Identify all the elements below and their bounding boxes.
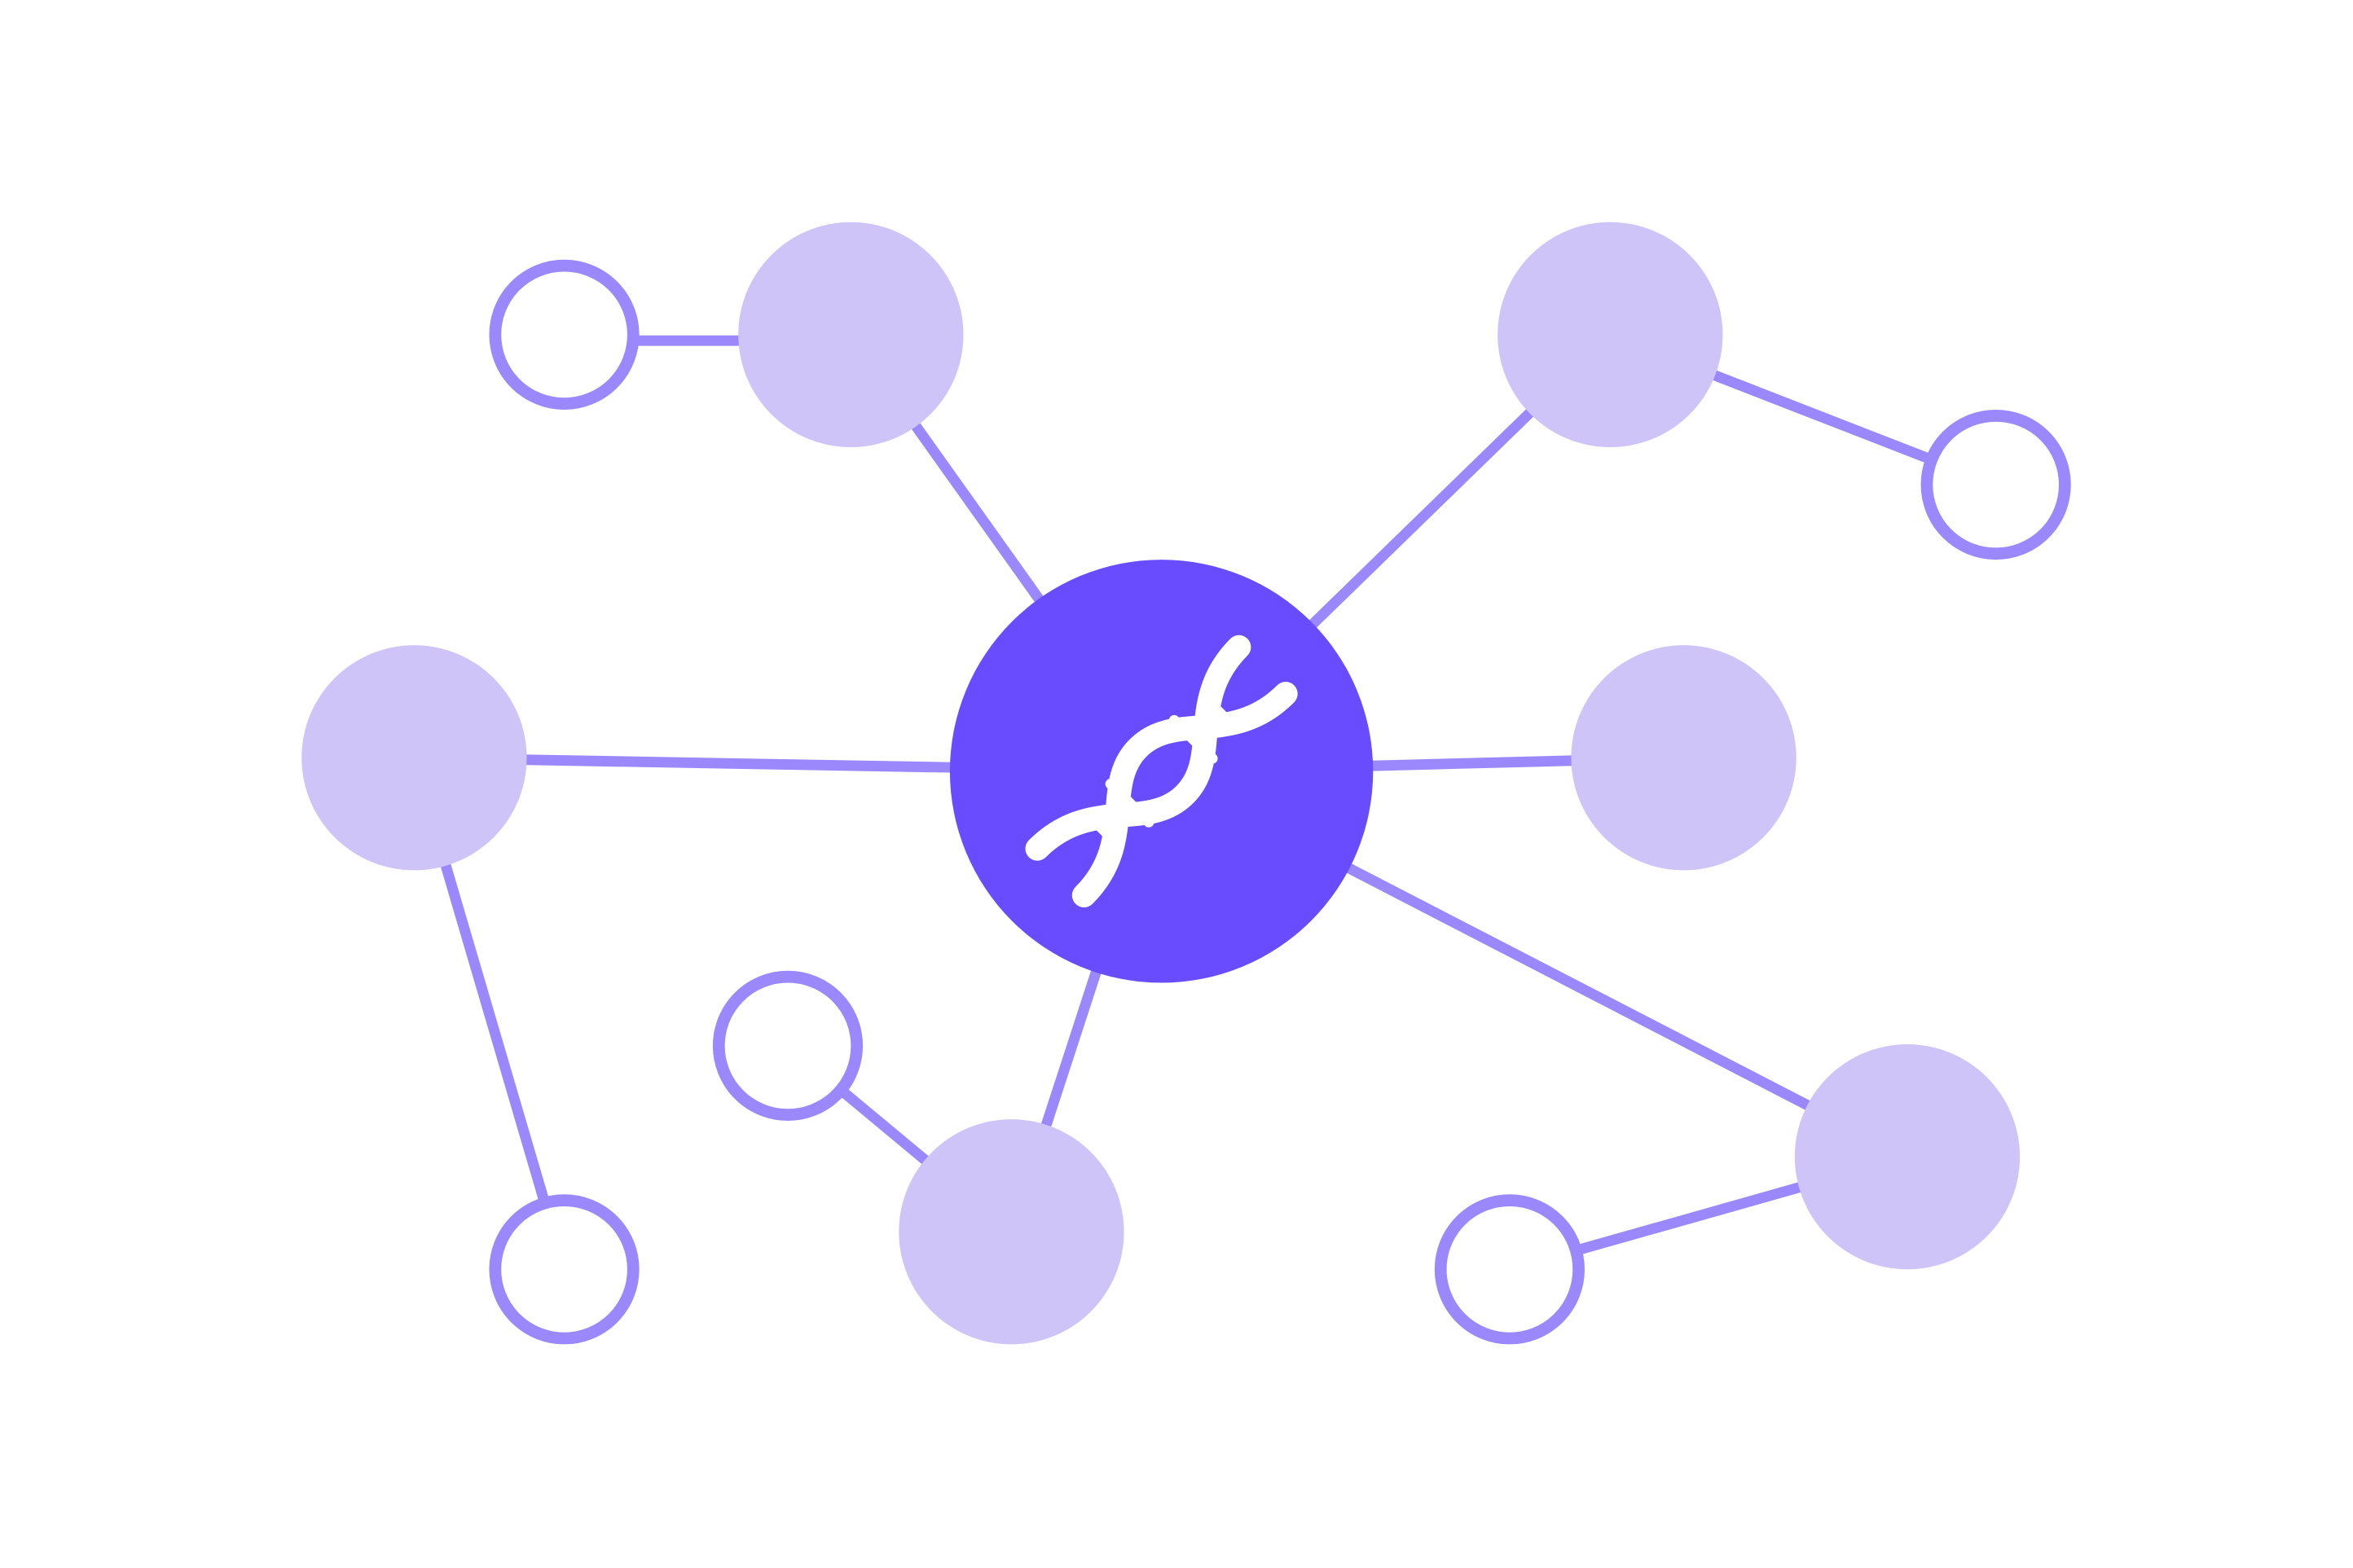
- satellite-node: [1498, 222, 1723, 448]
- satellite-node: [301, 645, 527, 871]
- dna-icon: [1025, 635, 1298, 907]
- leaf-node: [1434, 1194, 1585, 1345]
- hub-node: [949, 560, 1374, 983]
- leaf-node: [1920, 409, 2071, 560]
- leaf-nodes: [489, 259, 2071, 1345]
- satellite-node: [1571, 645, 1797, 871]
- satellite-node: [1794, 1044, 2021, 1270]
- satellite-node: [899, 1119, 1124, 1345]
- leaf-node: [712, 970, 864, 1121]
- satellite-node: [738, 222, 964, 448]
- leaf-node: [489, 1194, 640, 1345]
- leaf-node: [489, 259, 640, 410]
- satellite-nodes: [301, 222, 2021, 1345]
